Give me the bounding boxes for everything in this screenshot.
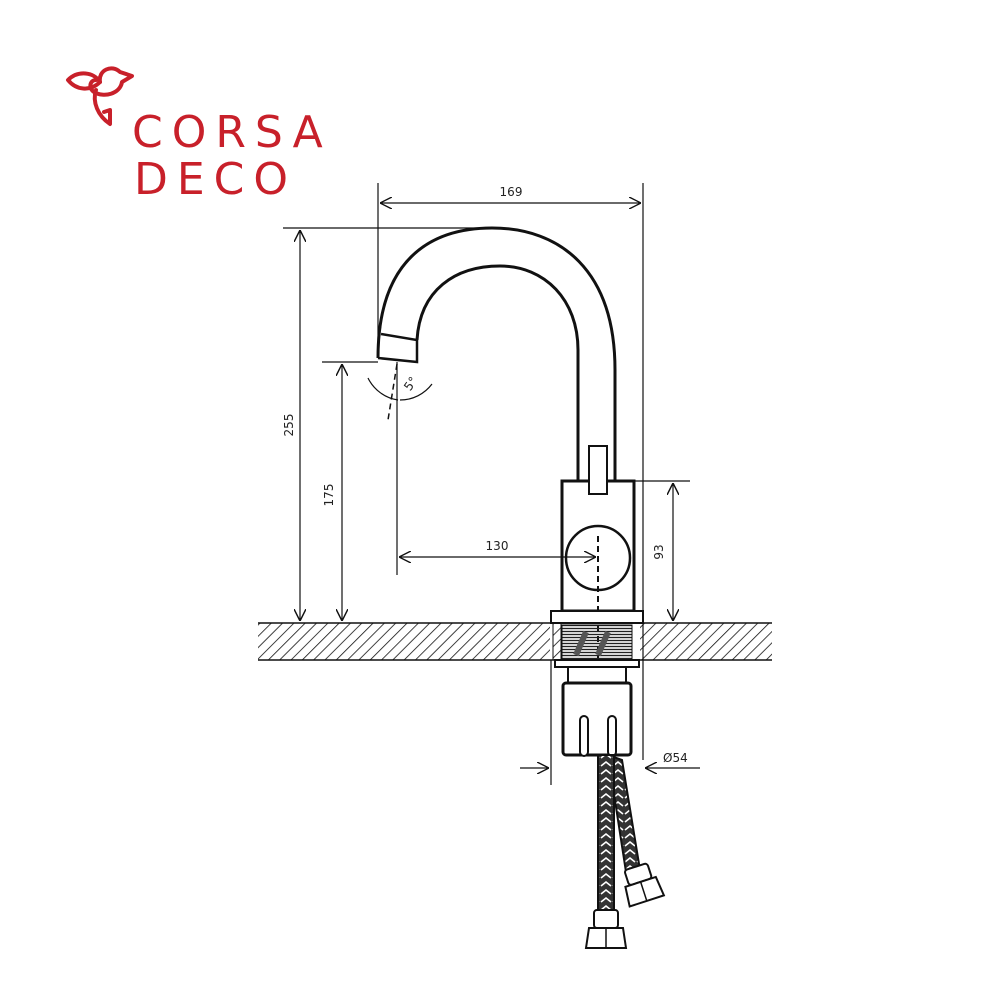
dim-spout-angle: 5° — [401, 374, 420, 393]
dim-overall-height: 255 — [282, 414, 296, 437]
faucet-body — [550, 445, 644, 660]
bird-icon — [66, 66, 134, 126]
supply-hoses — [584, 753, 666, 949]
dim-overall-reach: 169 — [500, 185, 523, 199]
dim-base-diameter: Ø54 — [663, 751, 688, 765]
extension-lines — [283, 183, 690, 785]
countertop — [258, 622, 772, 661]
mounting-shank — [552, 622, 640, 757]
spout — [376, 226, 617, 481]
brand-name-line1: CORSA — [132, 107, 332, 158]
brand-name-line2: DECO — [134, 154, 298, 205]
dim-body-height: 93 — [652, 544, 666, 559]
dim-spout-height: 175 — [322, 484, 336, 507]
dimension-lines — [300, 203, 700, 768]
brand-logo: CORSA DECO — [60, 60, 360, 205]
dim-spout-reach: 130 — [486, 539, 509, 553]
